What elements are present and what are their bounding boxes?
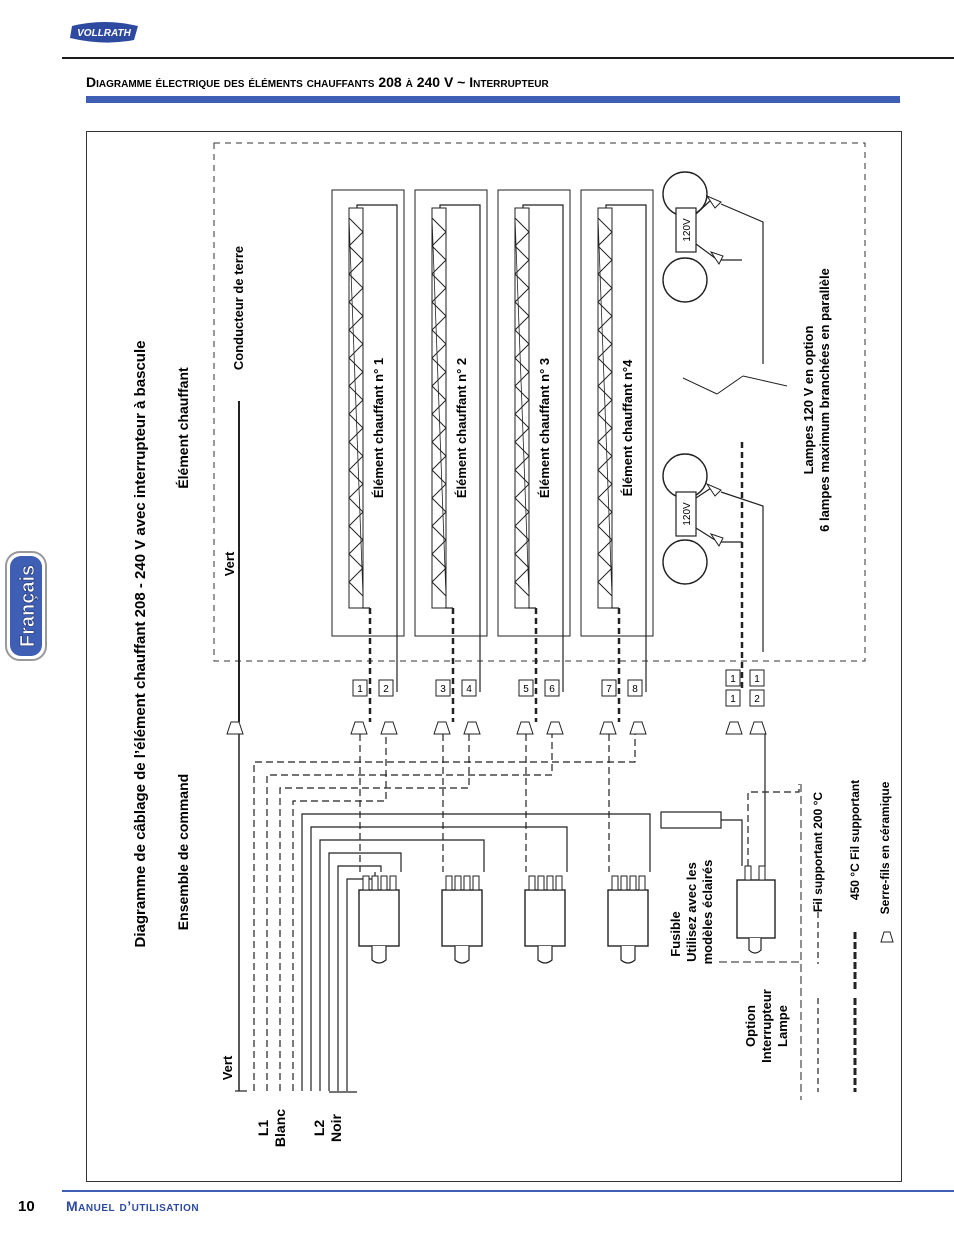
diagram-title: Diagramme de câblage de l’élément chauff… bbox=[132, 341, 149, 948]
footer-rule bbox=[62, 1190, 954, 1192]
legend-label: 450 °C Fil supportant bbox=[848, 780, 862, 900]
terminal-label: 1 bbox=[357, 684, 363, 695]
fuse-label-1: Fusible bbox=[668, 911, 683, 957]
lamp-1: 120V bbox=[662, 171, 764, 364]
element-2: Élément chauffant n° 2 bbox=[414, 189, 488, 692]
diagram-frame: Élément chauffant n° 1 Élément chauffant… bbox=[86, 131, 902, 1182]
element-1: Élément chauffant n° 1 bbox=[331, 189, 405, 692]
lamps-label-1: Lampes 120 V en option bbox=[801, 326, 816, 475]
legend-nut-swatch bbox=[880, 931, 894, 943]
page-number: 10 bbox=[18, 1198, 35, 1215]
control-assembly-label: Ensemble de command bbox=[175, 774, 191, 930]
lamp-voltage: 120V bbox=[682, 502, 693, 526]
element-return-wire bbox=[605, 204, 647, 692]
legend-label: Serre-fils en céramique bbox=[878, 781, 892, 914]
element-return-wire bbox=[439, 204, 481, 692]
element-box bbox=[580, 189, 654, 637]
option-label-2: Interrupteur bbox=[759, 989, 774, 1063]
language-tab: Français bbox=[5, 551, 47, 661]
element-3: Élément chauffant n° 3 bbox=[497, 189, 571, 692]
legend: Fil supportant 200 °C 450 °C Fil support… bbox=[811, 780, 894, 1092]
element-tube bbox=[348, 207, 364, 609]
l1-label: L1 bbox=[255, 1120, 271, 1137]
title-bar bbox=[86, 96, 900, 103]
terminal-label: 1 bbox=[730, 674, 736, 685]
element-return-wire bbox=[356, 204, 398, 692]
terminal-label: 5 bbox=[523, 684, 529, 695]
option-bracket bbox=[719, 784, 802, 1100]
element-box bbox=[331, 189, 405, 637]
element-tube bbox=[597, 207, 613, 609]
manual-title: Manuel d’utilisation bbox=[66, 1198, 200, 1214]
ground-conductor-label: Conducteur de terre bbox=[231, 246, 246, 370]
element-return-wire bbox=[522, 204, 564, 692]
page-title: Diagramme électrique des éléments chauff… bbox=[86, 74, 549, 90]
vollrath-logo: VOLLRATH bbox=[70, 22, 138, 43]
header-rule bbox=[62, 57, 954, 59]
brand-text: VOLLRATH bbox=[77, 28, 131, 39]
lamp-2: 120V bbox=[662, 453, 764, 652]
high-temp-wires bbox=[368, 442, 744, 722]
l1-color-label: Blanc bbox=[272, 1109, 288, 1147]
terminal-tags: 1 2 3 4 5 6 7 8 1 1 1 2 bbox=[352, 669, 765, 707]
element-label: Élément chauffant n° 2 bbox=[454, 358, 469, 498]
l2-label: L2 bbox=[311, 1120, 327, 1137]
element-label: Élément chauffant n° 3 bbox=[537, 358, 552, 498]
heating-element-label: Élément chauffant bbox=[175, 367, 191, 489]
rocker-switch bbox=[441, 875, 483, 964]
fuse-label-2: Utilisez avec les bbox=[684, 862, 699, 962]
terminal-label: 4 bbox=[466, 684, 472, 695]
terminal-label: 8 bbox=[632, 684, 638, 695]
terminal-label: 1 bbox=[754, 674, 760, 685]
option-label-1: Option bbox=[743, 1005, 758, 1047]
heating-enclosure bbox=[213, 142, 866, 662]
rocker-switch bbox=[524, 875, 566, 964]
element-label: Élément chauffant n°4 bbox=[620, 359, 635, 496]
terminal-label: 6 bbox=[549, 684, 555, 695]
vert-top-label: Vert bbox=[222, 551, 237, 576]
fuse-label-3: modèles éclairés bbox=[700, 860, 715, 965]
option-label-3: Lampe bbox=[775, 1005, 790, 1047]
wiring-diagram: Élément chauffant n° 1 Élément chauffant… bbox=[132, 142, 894, 1147]
lamp-switch bbox=[736, 865, 776, 954]
element-label: Élément chauffant n° 1 bbox=[371, 358, 386, 498]
supply-wires bbox=[253, 734, 651, 1093]
terminal-label: 2 bbox=[383, 684, 389, 695]
element-box bbox=[414, 189, 488, 637]
rocker-switch bbox=[607, 875, 649, 964]
switches bbox=[358, 865, 776, 964]
lamp-break bbox=[682, 375, 788, 395]
lamp-voltage: 120V bbox=[682, 218, 693, 242]
element-4: Élément chauffant n°4 bbox=[580, 189, 654, 692]
rocker-switch bbox=[358, 875, 400, 964]
legend-label: Fil supportant 200 °C bbox=[811, 792, 825, 912]
lamps-label-2: 6 lampes maximum branchées en parallèle bbox=[817, 268, 832, 532]
language-tab-label: Français bbox=[17, 565, 39, 647]
vert-bottom-label: Vert bbox=[220, 1055, 235, 1080]
terminal-label: 3 bbox=[440, 684, 446, 695]
element-box bbox=[497, 189, 571, 637]
terminal-label: 1 bbox=[730, 694, 736, 705]
fuse bbox=[660, 811, 722, 829]
element-tube bbox=[514, 207, 530, 609]
terminal-label: 2 bbox=[754, 694, 760, 705]
wire-nuts bbox=[226, 721, 767, 735]
terminal-label: 7 bbox=[606, 684, 612, 695]
l2-color-label: Noir bbox=[328, 1113, 344, 1142]
element-tube bbox=[431, 207, 447, 609]
